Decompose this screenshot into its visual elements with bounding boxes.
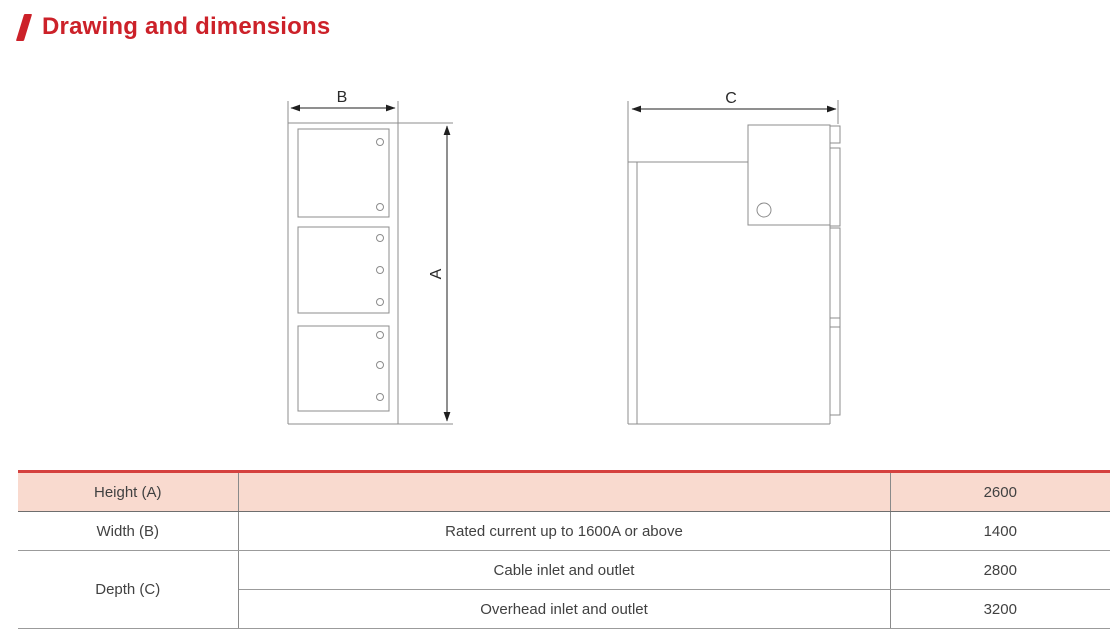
section-title: Drawing and dimensions [42,13,331,40]
front-view: B A [287,89,453,425]
row-value-depth-cable: 2800 [890,550,1110,590]
row-condition-depth-overhead: Overhead inlet and outlet [238,589,891,629]
row-label-depth: Depth (C) [18,550,239,629]
door-panel [297,128,390,218]
dimension-label-a: A [428,268,445,279]
door-knob [756,202,772,218]
row-label-height: Height (A) [18,470,239,512]
table-row-depth-overhead: Overhead inlet and outlet 3200 [18,589,1110,629]
table-row-height: Height (A) 2600 [18,470,1110,512]
row-condition-height [238,470,891,512]
dimensions-table: Height (A) 2600 Width (B) Rated current … [18,470,1110,629]
door-panel [297,325,390,412]
row-condition-depth-cable: Cable inlet and outlet [238,550,891,590]
dimension-drawings: B A C [287,89,841,425]
side-door-panel [747,124,831,226]
dimensions-table-wrap: Height (A) 2600 Width (B) Rated current … [18,470,1110,629]
section-header: Drawing and dimensions [15,13,331,41]
dimension-label-c: C [725,90,737,107]
dimension-label-b: B [337,89,348,106]
table-row-depth-cable: Depth (C) Cable inlet and outlet 2800 [18,550,1110,629]
row-value-height: 2600 [890,470,1110,512]
row-condition-width: Rated current up to 1600A or above [238,511,891,551]
row-label-width: Width (B) [18,511,239,551]
table-row-width: Width (B) Rated current up to 1600A or a… [18,511,1110,551]
row-value-depth-overhead: 3200 [890,589,1110,629]
row-value-width: 1400 [890,511,1110,551]
door-panel [297,226,390,314]
side-view: C [627,90,841,425]
